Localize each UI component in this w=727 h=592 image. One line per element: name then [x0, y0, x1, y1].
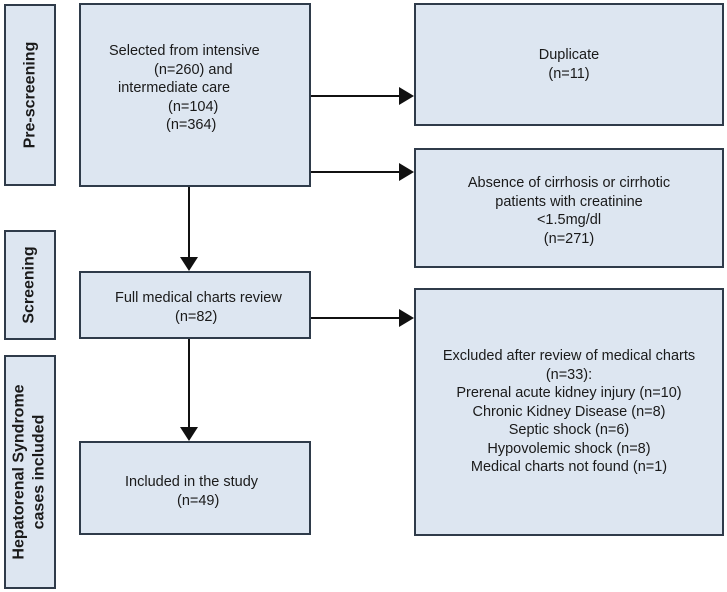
included-text: Included in the study (n=49) [125, 473, 258, 510]
included-box: Included in the study (n=49) [79, 441, 311, 535]
duplicate-line-2: (n=11) [548, 65, 590, 82]
included-line-2: (n=49) [177, 492, 220, 509]
stage-screening: Screening [4, 230, 56, 340]
excluded-text: Excluded after review of medical charts … [416, 347, 722, 477]
review-line-2: (n=82) [175, 308, 218, 325]
absence-text: Absence of cirrhosis or cirrhotic patien… [416, 174, 722, 248]
arrowhead-review [180, 257, 198, 271]
excluded-line-3: Prerenal acute kidney injury (n=10) [456, 385, 682, 401]
included-line-1: Included in the study [125, 474, 259, 490]
absence-line-3: <1.5mg/dl [536, 212, 602, 228]
excluded-box: Excluded after review of medical charts … [414, 288, 724, 536]
absence-line-4: (n=271) [543, 230, 595, 247]
selected-text: Selected from intensive (n=260) and inte… [109, 42, 260, 135]
arrowhead-absence [399, 163, 414, 181]
arrowhead-duplicate [399, 87, 414, 105]
arrowhead-included [180, 427, 198, 441]
duplicate-line-1: Duplicate [538, 47, 600, 63]
selected-box: Selected from intensive (n=260) and inte… [79, 3, 311, 187]
excluded-line-5: Septic shock (n=6) [508, 422, 630, 438]
excluded-line-2: (n=33): [545, 366, 593, 383]
stage-pre-screening: Pre-screening [4, 4, 56, 186]
selected-line-2: (n=260) and [154, 61, 233, 78]
review-box: Full medical charts review (n=82) [79, 271, 311, 339]
absence-box: Absence of cirrhosis or cirrhotic patien… [414, 148, 724, 268]
arrowhead-excluded [399, 309, 414, 327]
absence-line-2: patients with creatinine [495, 193, 643, 210]
selected-line-3: intermediate care [118, 80, 231, 96]
absence-line-1: Absence of cirrhosis or cirrhotic [467, 175, 671, 191]
excluded-line-6: Hypovolemic shock (n=8) [487, 440, 651, 457]
duplicate-box: Duplicate (n=11) [414, 3, 724, 126]
excluded-line-4: Chronic Kidney Disease (n=8) [472, 403, 666, 420]
excluded-line-7: Medical charts not found (n=1) [470, 459, 668, 475]
duplicate-text: Duplicate (n=11) [416, 46, 722, 83]
review-text: Full medical charts review (n=82) [115, 289, 282, 326]
selected-line-1: Selected from intensive [109, 43, 260, 59]
stage-included: Hepatorenal Syndrome cases included [4, 355, 56, 589]
review-line-1: Full medical charts review [115, 290, 282, 306]
selected-line-5: (n=364) [166, 117, 217, 133]
selected-line-4: (n=104) [168, 98, 219, 115]
excluded-line-1: Excluded after review of medical charts [442, 348, 696, 364]
